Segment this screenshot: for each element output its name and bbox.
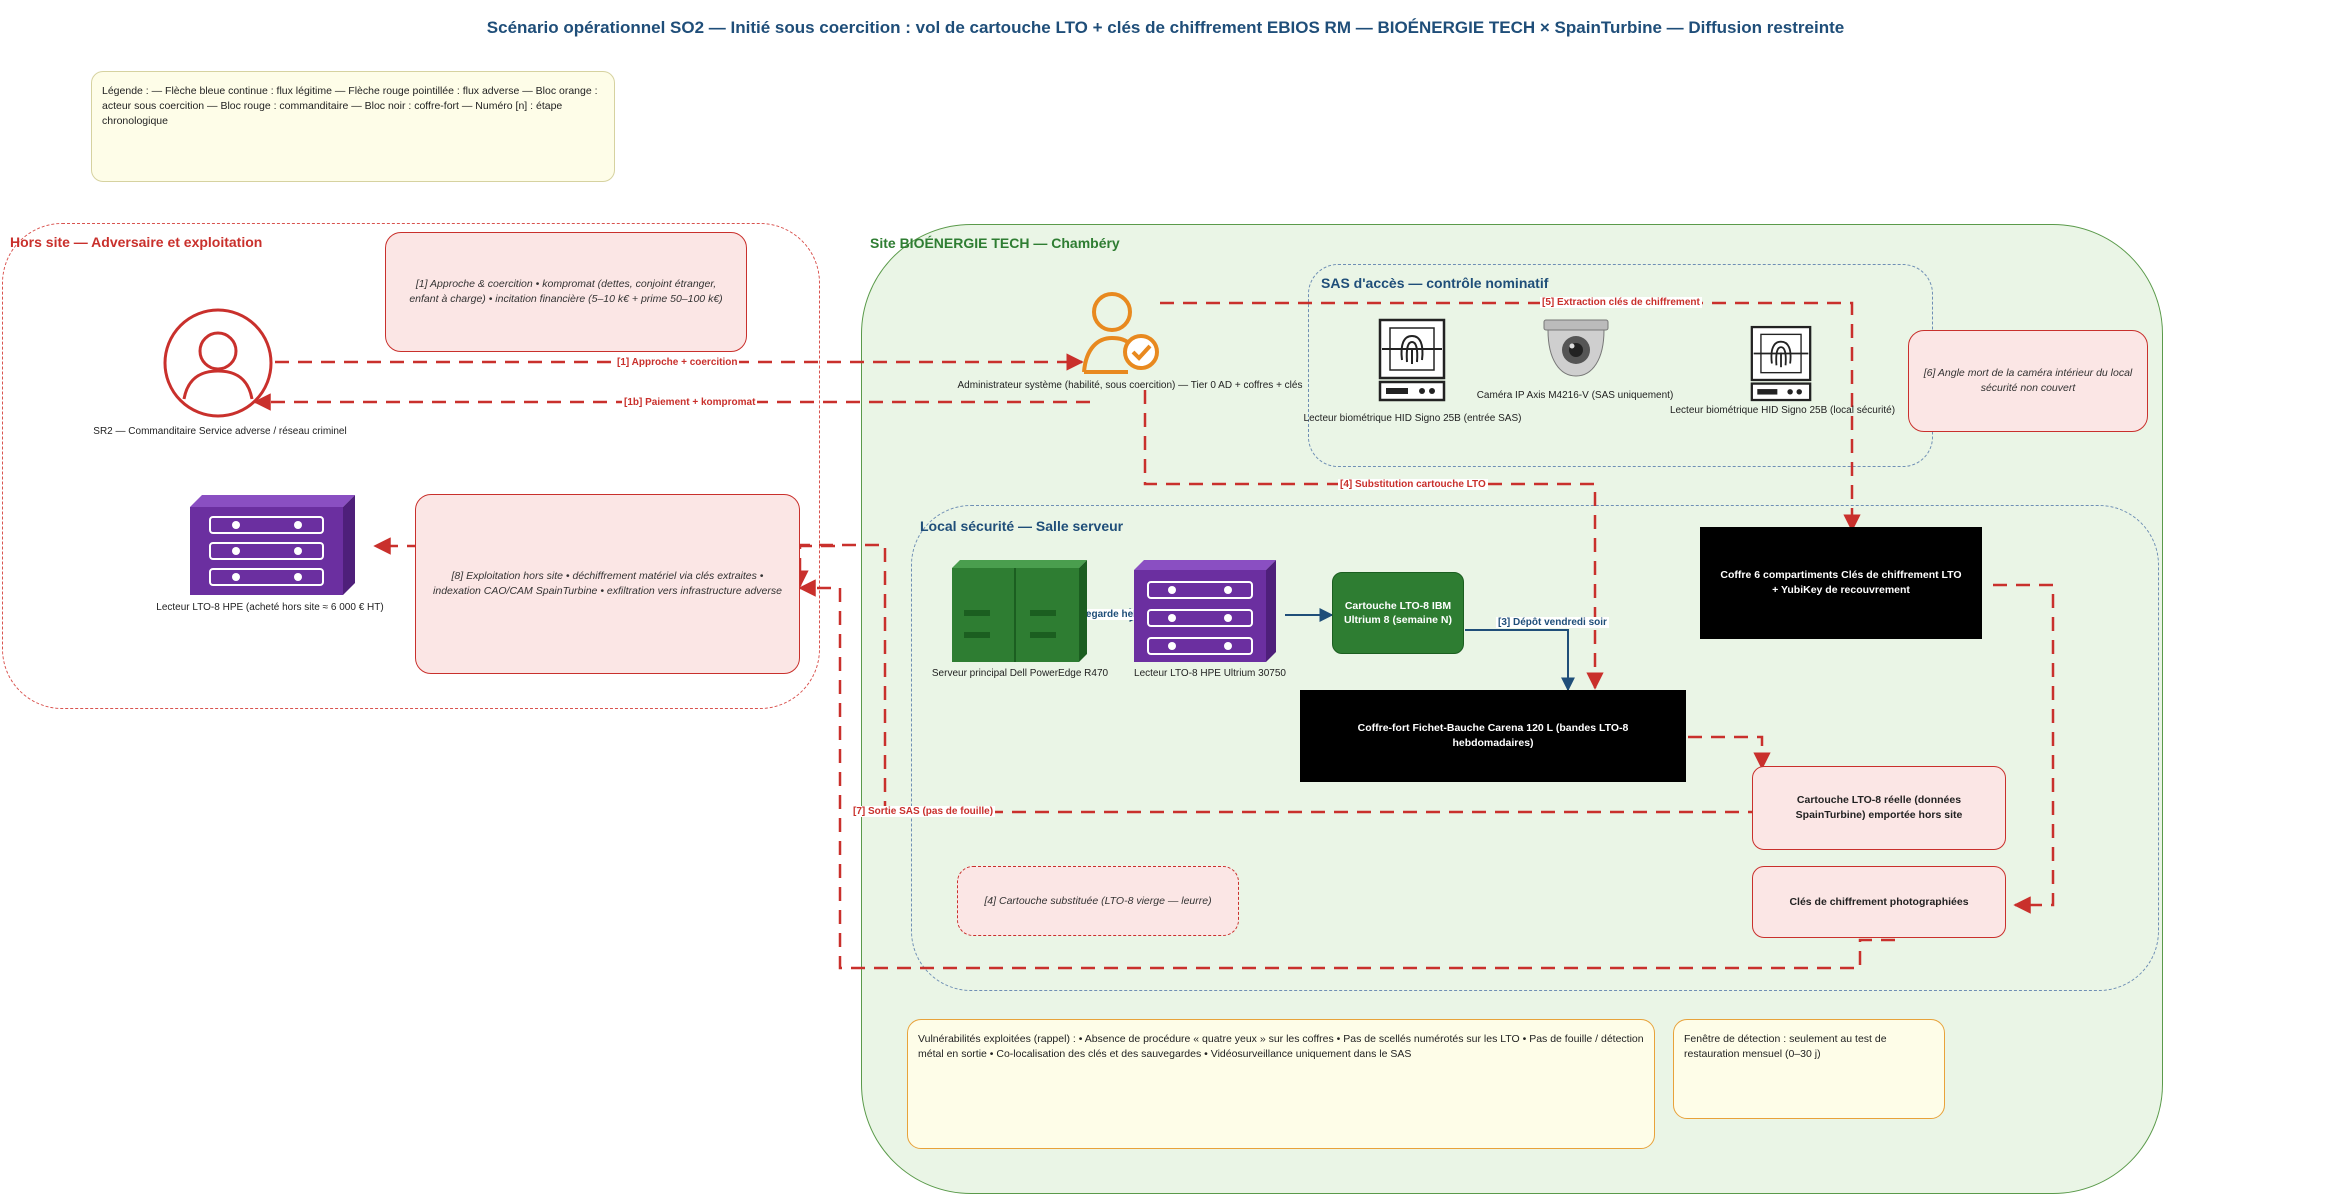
admin-caption: Administrateur système (habilité, sous c… (957, 380, 1303, 391)
detection-window-note: Fenêtre de détection : seulement au test… (1673, 1019, 1945, 1119)
fingerprint-reader-local-caption: Lecteur biométrique HID Signo 25B (local… (1669, 405, 1896, 416)
diagram-title: Scénario opérationnel SO2 — Initié sous … (486, 18, 1845, 37)
step4-substitute-note: [4] Cartouche substituée (LTO-8 vierge —… (957, 866, 1239, 936)
edge-label-substitution: [4] Substitution cartouche LTO (1338, 479, 1488, 490)
edge-vault-to-real (1688, 735, 1771, 770)
edge-label-friday-deposit: [3] Dépôt vendredi soir (1496, 617, 1609, 628)
camera-icon (1542, 318, 1610, 380)
edge-keys-to-photo (1993, 583, 2055, 914)
sr2-actor-icon (162, 307, 274, 419)
sas-zone-label: SAS d'accès — contrôle nominatif (1321, 275, 1549, 291)
local-zone-label: Local sécurité — Salle serveur (920, 518, 1124, 534)
tape-vault: Coffre-fort Fichet-Bauche Carena 120 L (… (1300, 690, 1686, 782)
edge-photo-return (798, 579, 1895, 970)
lto-reader-icon (1134, 560, 1276, 662)
legend-box: Légende : — Flèche bleue continue : flux… (91, 71, 615, 182)
real-cartridge-box: Cartouche LTO-8 réelle (données SpainTur… (1752, 766, 2006, 850)
edge-label-weekly-backup: [2] Sauvegarde hebdomadaire (1045, 609, 1192, 620)
edge-key-extraction (1160, 301, 1861, 532)
offsite-lto-reader-caption: Lecteur LTO-8 HPE (acheté hors site ≈ 6 … (156, 602, 384, 613)
server-caption: Serveur principal Dell PowerEdge R470 (931, 668, 1109, 679)
edge-sas-exit (791, 543, 1762, 814)
lto-cartridge-box: Cartouche LTO-8 IBM Ultrium 8 (semaine N… (1332, 572, 1464, 654)
fingerprint-reader-entry-caption: Lecteur biométrique HID Signo 25B (entré… (1303, 413, 1522, 424)
edge-label-payment: [1b] Paiement + kompromat (622, 397, 758, 408)
fingerprint-reader-local-icon (1750, 325, 1812, 403)
admin-actor-icon (1080, 290, 1160, 378)
edge-substitution (1143, 390, 1604, 690)
offsite-zone-label: Hors site — Adversaire et exploitation (10, 234, 263, 250)
camera-caption: Caméra IP Axis M4216-V (SAS uniquement) (1476, 390, 1674, 401)
keys-vault: Coffre 6 compartiments Clés de chiffreme… (1700, 527, 1982, 639)
fingerprint-reader-entry-icon (1378, 318, 1446, 403)
site-zone-label: Site BIOÉNERGIE TECH — Chambéry (870, 235, 1120, 251)
edge-friday-deposit (1465, 629, 1575, 692)
step1-note: [1] Approche & coercition • kompromat (d… (385, 232, 747, 352)
vulnerabilities-note: Vulnérabilités exploitées (rappel) : • A… (907, 1019, 1655, 1149)
sr2-caption: SR2 — Commanditaire Service adverse / ré… (93, 426, 347, 437)
step8-note: [8] Exploitation hors site • déchiffreme… (415, 494, 800, 674)
lto-reader-caption: Lecteur LTO-8 HPE Ultrium 30750 (1134, 668, 1286, 679)
offsite-lto-reader-icon (190, 495, 355, 595)
server-icon (952, 560, 1087, 662)
edge-label-approach: [1] Approche + coercition (615, 357, 740, 368)
offsite-zone (2, 223, 820, 709)
edge-label-sas-exit: [7] Sortie SAS (pas de fouille) (851, 806, 996, 817)
step6-note: [6] Angle mort de la caméra intérieur du… (1908, 330, 2148, 432)
edge-label-key-extraction: [5] Extraction clés de chiffrement (1540, 297, 1702, 308)
keys-photo-box: Clés de chiffrement photographiées (1752, 866, 2006, 938)
